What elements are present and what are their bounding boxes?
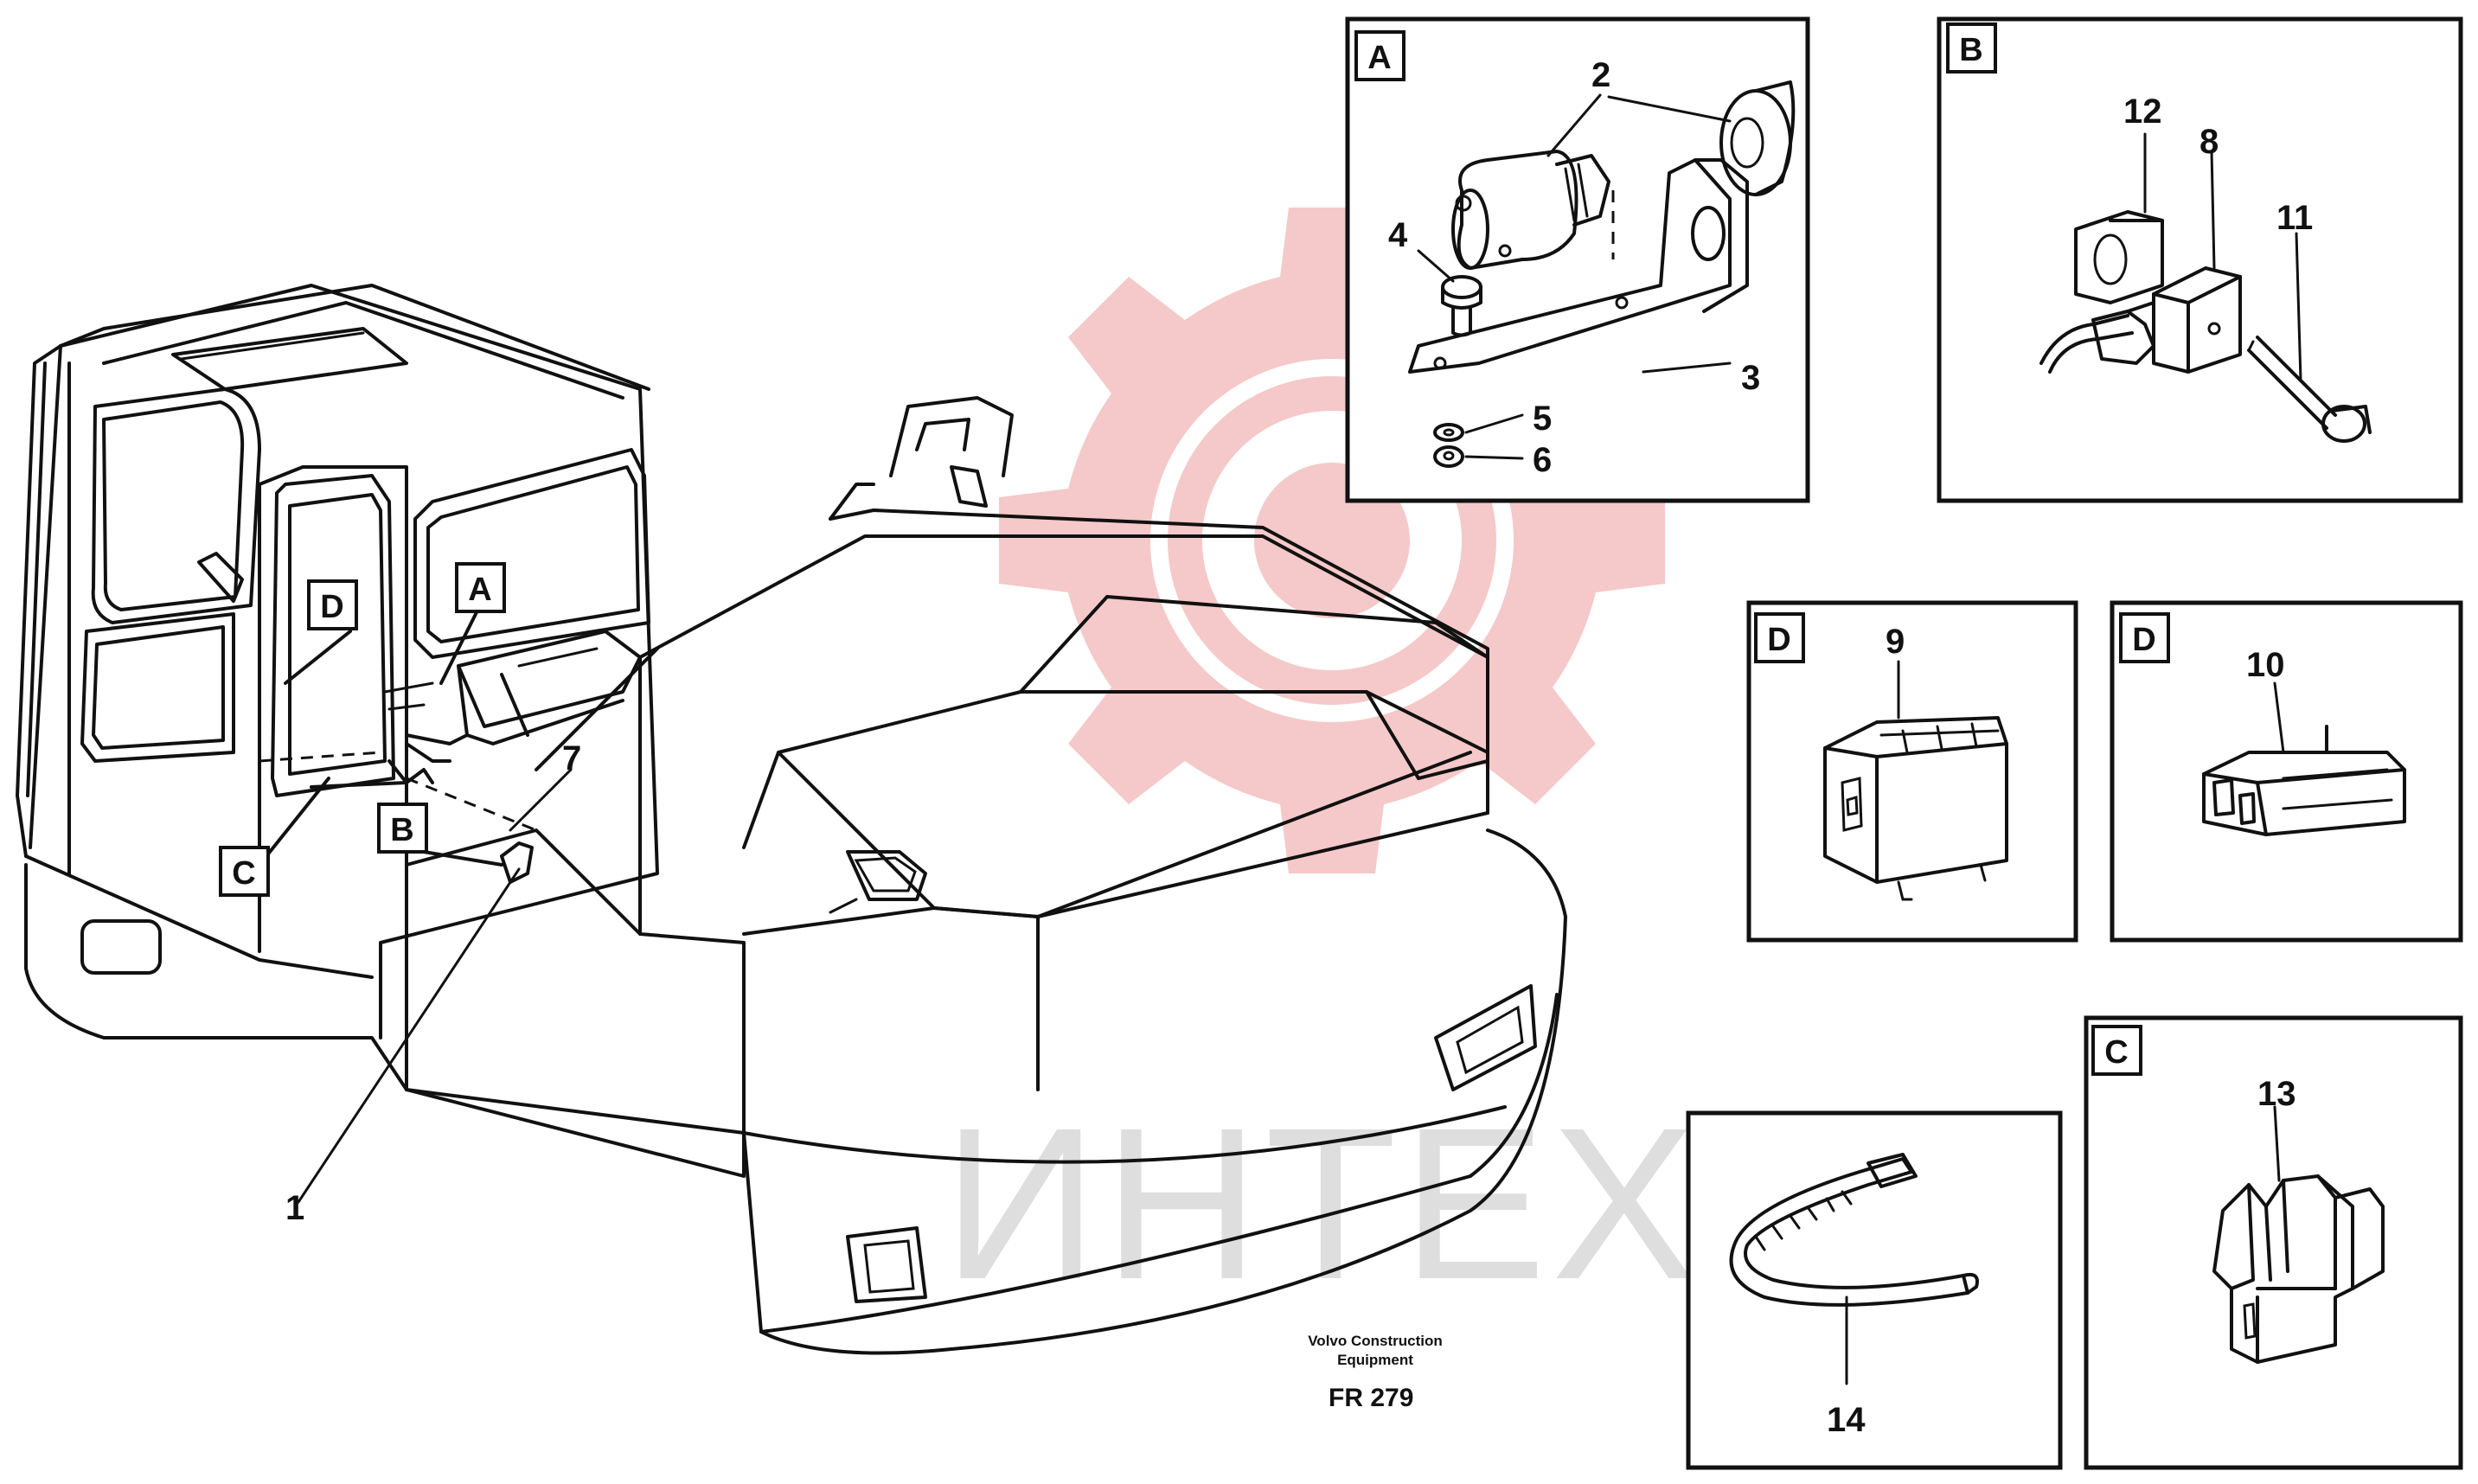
svg-text:D: D [320,589,343,625]
tag-d-main: D [307,579,358,630]
callout-13: 13 [2257,1075,2296,1113]
svg-text:C: C [232,855,255,892]
tag-a-main: A [455,562,506,613]
callout-2: 2 [1591,56,1610,94]
svg-text:B: B [1959,32,1982,68]
detail-panel-a: A [1345,16,1810,503]
detail-panel-d-10: D [2110,600,2463,943]
maker-line-2: Equipment [1337,1352,1413,1368]
callout-5: 5 [1533,400,1552,438]
callout-12: 12 [2123,93,2162,131]
svg-text:A: A [1367,40,1391,76]
callout-14: 14 [1827,1401,1866,1439]
tag-b-main: B [377,803,428,854]
callout-4: 4 [1388,216,1408,254]
callout-10: 10 [2246,646,2285,684]
watermark-text: ИНТЕХ [943,1083,1700,1324]
svg-text:C: C [2104,1034,2128,1071]
detail-panel-b: B [1937,16,2463,503]
svg-text:D: D [1767,622,1790,658]
callout-6: 6 [1533,441,1552,479]
callout-11: 11 [2276,199,2313,237]
svg-text:D: D [2132,622,2155,658]
tag-c-main: C [219,846,270,897]
main-leaders [258,604,573,1204]
callout-1: 1 [285,1189,304,1227]
callout-7: 7 [562,739,581,777]
detail-panel-d-9: D [1746,600,2078,943]
detail-panel-cable-tie [1686,1110,2063,1470]
svg-text:A: A [468,572,491,608]
excavator-drawing [16,284,1567,1355]
detail-panel-c: C [2084,1015,2463,1470]
callout-9: 9 [1886,623,1905,661]
figure-code: FR 279 [1329,1384,1413,1412]
callout-3: 3 [1741,359,1760,397]
svg-text:B: B [390,812,413,848]
callout-8: 8 [2199,123,2219,161]
maker-line-1: Volvo Construction [1308,1333,1443,1349]
